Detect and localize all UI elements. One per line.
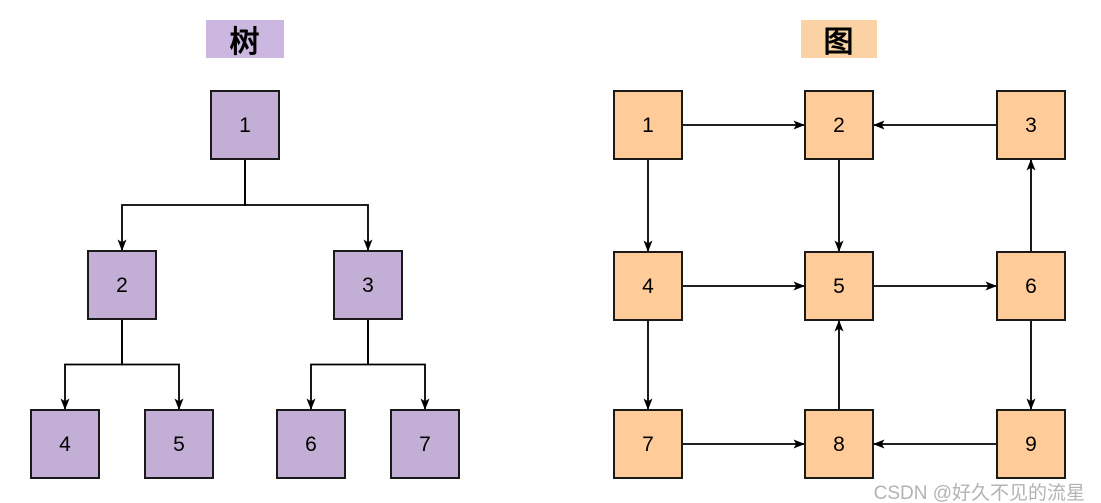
graph-node-1-label: 1 xyxy=(642,114,654,137)
tree-node-2-label: 2 xyxy=(116,274,128,297)
graph-node-7 xyxy=(613,409,683,479)
tree-node-2 xyxy=(87,250,157,320)
tree-node-5 xyxy=(144,409,214,479)
edges-layer xyxy=(60,120,1036,449)
tree-title: 树 xyxy=(206,20,284,59)
graph-node-4 xyxy=(613,251,683,321)
tree-edge-1-2 xyxy=(117,159,246,251)
graph-node-5 xyxy=(804,251,874,321)
watermark: CSDN @好久不见的流星 xyxy=(873,483,1085,503)
graph-node-4-label: 4 xyxy=(642,275,654,298)
graph-node-9 xyxy=(996,409,1066,479)
tree-node-6 xyxy=(276,409,346,479)
graph-node-9-label: 9 xyxy=(1025,433,1037,456)
graph-node-6 xyxy=(996,251,1066,321)
tree-node-1-label: 1 xyxy=(239,114,251,137)
tree-node-1 xyxy=(210,90,280,160)
tree-node-4-label: 4 xyxy=(59,433,71,456)
tree-edge-3-7 xyxy=(367,319,430,410)
tree-node-3-label: 3 xyxy=(362,274,374,297)
graph-node-7-label: 7 xyxy=(642,433,654,456)
graph-node-1 xyxy=(613,90,683,160)
graph-node-5-label: 5 xyxy=(833,275,845,298)
tree-edge-3-6 xyxy=(306,319,369,410)
graph-title: 图 xyxy=(801,20,877,59)
tree-node-3 xyxy=(333,250,403,320)
graph-node-8 xyxy=(804,409,874,479)
tree-edge-2-4 xyxy=(60,319,123,410)
tree-node-7 xyxy=(390,409,460,479)
tree-node-6-label: 6 xyxy=(305,433,317,456)
tree-edge-2-5 xyxy=(121,319,184,410)
graph-node-8-label: 8 xyxy=(833,433,845,456)
graph-node-2 xyxy=(804,90,874,160)
graph-node-3-label: 3 xyxy=(1025,114,1037,137)
graph-node-2-label: 2 xyxy=(833,114,845,137)
tree-node-7-label: 7 xyxy=(419,433,431,456)
graph-node-3 xyxy=(996,90,1066,160)
graph-node-6-label: 6 xyxy=(1025,275,1037,298)
nodes-layer: 1 2 3 4 5 6 7 1 2 3 4 5 6 7 8 9 xyxy=(30,90,1066,479)
tree-node-4 xyxy=(30,409,100,479)
tree-edge-1-3 xyxy=(244,159,373,251)
tree-node-5-label: 5 xyxy=(173,433,185,456)
